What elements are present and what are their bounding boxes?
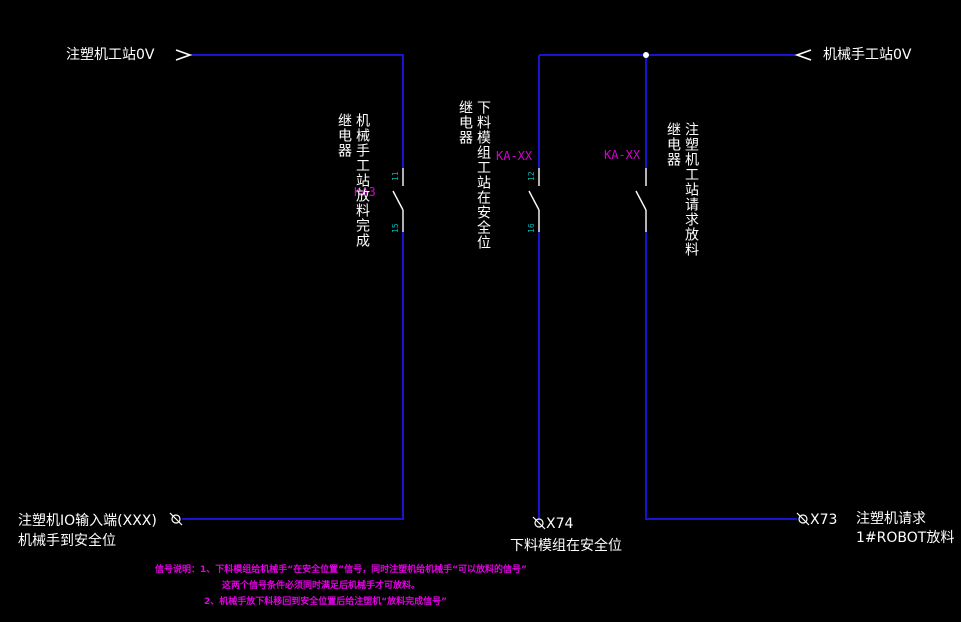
- contact-ka-xx-middle: [528, 168, 540, 232]
- terminal-x73-icon: [796, 512, 810, 526]
- right-0v-label: 机械手工站0V: [823, 47, 912, 63]
- relay-middle-pin-bottom: 16: [527, 223, 536, 233]
- wire-left-bottom: [182, 232, 404, 520]
- arrow-right-0v: [794, 49, 812, 61]
- x73-desc-line2: 1#ROBOT放料: [856, 530, 955, 546]
- x74-terminal-label: X74: [546, 516, 574, 532]
- note-line2: 这两个信号条件必须同时满足后机械手才可放料。: [222, 581, 421, 591]
- relay-ka3-desc-line2: 继电器: [336, 113, 352, 158]
- relay-middle-desc-line1: 下料模组工站在安全位: [475, 100, 491, 250]
- relay-ka3-tag: KA3: [354, 185, 376, 199]
- relay-middle-desc-line2: 继电器: [457, 100, 473, 145]
- relay-middle-desc: 下料模组工站在安全位 继电器: [456, 100, 492, 250]
- relay-right-tag: KA-XX: [604, 148, 641, 162]
- junction-dot: [643, 52, 649, 58]
- relay-middle-pin-top: 12: [527, 171, 536, 181]
- relay-ka3-desc: 机械手工站放料完成 继电器: [335, 113, 371, 248]
- x73-desc-line1: 注塑机请求: [856, 511, 926, 527]
- note-line3: 2、机械手放下料移回到安全位置后给注塑机“放料完成信号”: [204, 597, 448, 607]
- relay-right-desc-line1: 注塑机工站请求放料: [683, 122, 699, 257]
- io-input-label-line2: 机械手到安全位: [18, 533, 116, 549]
- contact-ka-xx-right: [635, 168, 647, 232]
- x73-terminal-label: X73: [810, 512, 838, 528]
- terminal-io-input-icon: [169, 512, 183, 526]
- wire-left-top: [191, 54, 404, 168]
- io-input-label-line1: 注塑机IO输入端(XXX): [18, 513, 157, 529]
- relay-middle-tag: KA-XX: [496, 149, 533, 163]
- relay-right-desc-line2: 继电器: [665, 122, 681, 167]
- relay-ka3-pin-bottom: 15: [391, 223, 400, 233]
- terminal-x74-icon: [532, 516, 546, 530]
- relay-right-desc: 注塑机工站请求放料 继电器: [664, 122, 700, 257]
- wires: [182, 54, 797, 520]
- relay-ka3-pin-top: 11: [391, 171, 400, 181]
- arrow-left-0v: [175, 49, 193, 61]
- x74-desc-label: 下料模组在安全位: [510, 538, 622, 554]
- left-0v-label: 注塑机工站0V: [66, 47, 155, 63]
- note-line1: 信号说明：1、下料模组给机械手“在安全位置”信号，同时注塑机给机械手“可以放料的…: [155, 565, 527, 575]
- wire-right-bottom: [645, 232, 797, 520]
- relay-ka3-desc-line1: 机械手工站放料完成: [354, 113, 370, 248]
- contact-ka3: [392, 168, 404, 232]
